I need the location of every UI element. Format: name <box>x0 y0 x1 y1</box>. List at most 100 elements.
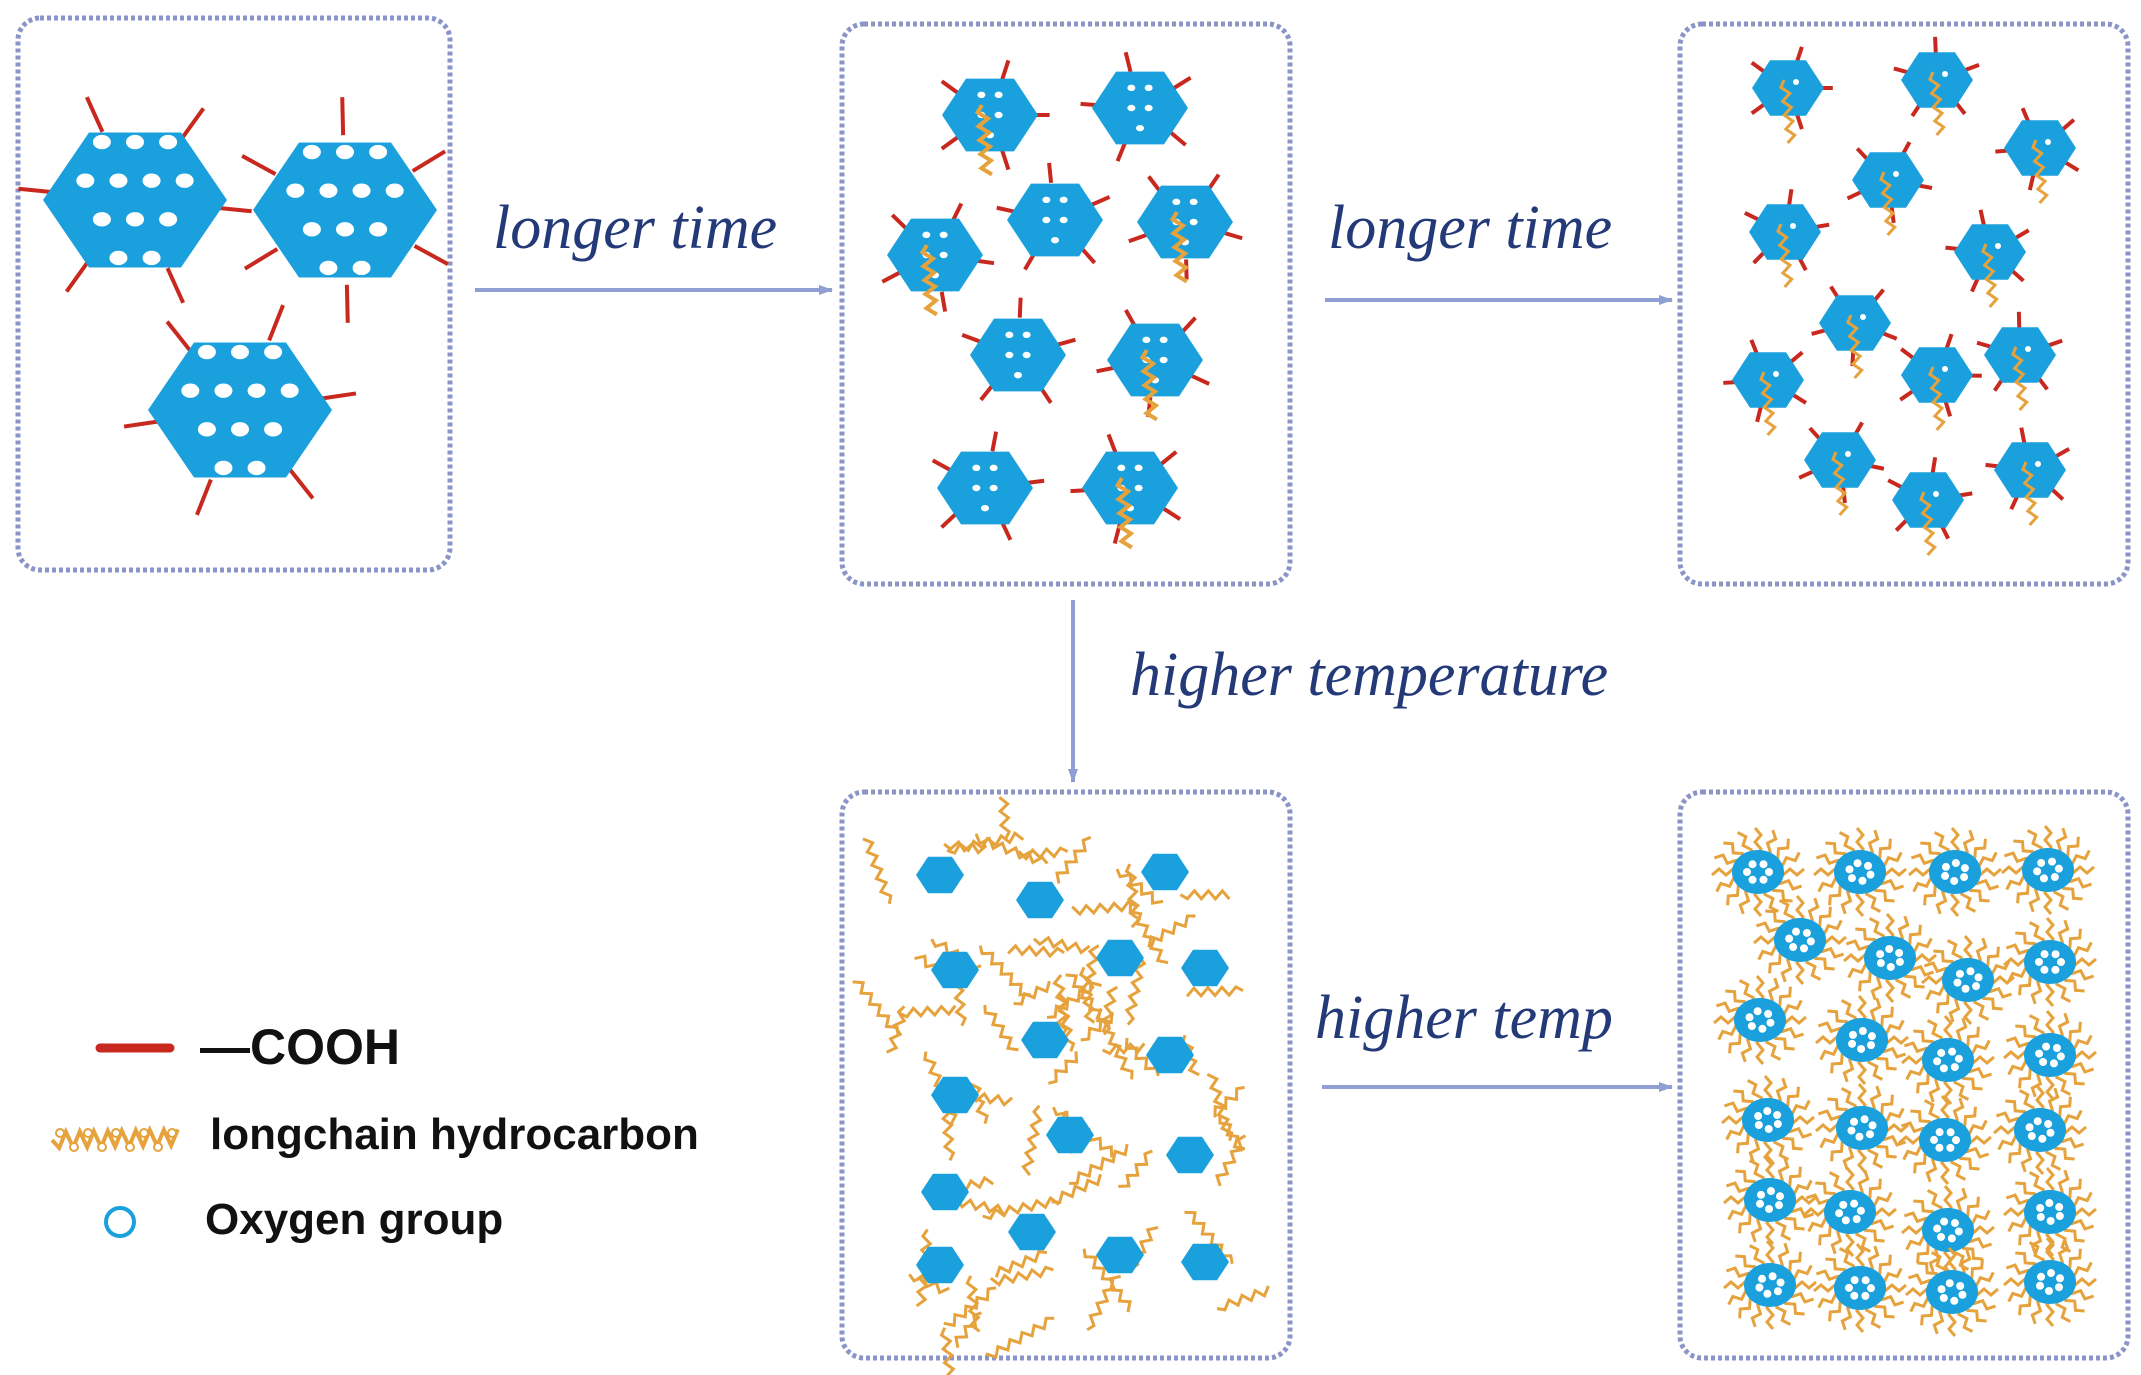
cluster-core <box>1834 1266 1886 1310</box>
cooh-stick <box>931 458 952 472</box>
oxygen-dot <box>1954 1227 1963 1236</box>
hydrocarbon-chain <box>1032 935 1091 955</box>
oxygen-dot <box>1950 876 1959 885</box>
cooh-stick <box>287 467 315 500</box>
oxygen-dot <box>1937 1232 1946 1241</box>
cooh-stick <box>939 291 948 312</box>
hydrocarbon-chain <box>1213 1085 1245 1118</box>
oxygen-dot <box>1847 874 1856 883</box>
oxygen-dot <box>2047 1269 2056 1278</box>
oxygen-dot <box>369 144 388 160</box>
graphene-sheet <box>1752 60 1824 116</box>
graphene-sheet <box>1954 224 2026 280</box>
panel-initial <box>15 15 453 573</box>
cluster-core <box>1922 1038 1974 1082</box>
oxygen-dot <box>989 464 998 472</box>
cooh-stick <box>890 213 909 231</box>
oxygen-dot <box>1939 1064 1948 1073</box>
oxygen-dot <box>1841 1216 1850 1225</box>
oxygen-dot <box>231 422 249 437</box>
oxygen-dot <box>247 383 266 398</box>
oxygen-dot <box>2051 965 2060 974</box>
oxygen-dot <box>1776 1278 1785 1287</box>
cluster-core <box>1734 998 1786 1042</box>
oxygen-dot <box>319 260 338 276</box>
label-higher-temp: higher temp <box>1315 984 1613 1052</box>
hydrocarbon-chain <box>919 243 940 317</box>
top-right-sheets <box>1723 36 2080 557</box>
oxygen-dot <box>1766 1018 1775 1027</box>
oxygen-dot <box>1866 870 1875 879</box>
hydrocarbon-chain <box>1169 210 1190 284</box>
oxygen-dot <box>1764 1009 1773 1018</box>
hydrocarbon-chain <box>2011 346 2029 412</box>
oxygen-dot <box>939 231 948 239</box>
hydrocarbon-chain <box>1048 1051 1079 1085</box>
oxygen-dot <box>336 144 354 160</box>
cooh-stick <box>1000 149 1011 171</box>
graphene-sheet <box>1082 451 1178 525</box>
oxygen-dot <box>1142 336 1151 344</box>
oxygen-dot <box>76 173 95 188</box>
oxygen-dot <box>1947 1234 1956 1243</box>
oxygen-dot <box>126 134 144 150</box>
oxygen-dot <box>1747 1022 1756 1031</box>
oxygen-dot <box>1793 79 1799 85</box>
oxygen-dot <box>1941 862 1950 871</box>
oxygen-dot <box>1861 1276 1870 1285</box>
cooh-stick <box>1894 517 1909 532</box>
cooh-stick <box>1900 347 1916 361</box>
chain-bead <box>167 1128 177 1138</box>
graphene-sheet <box>1804 432 1876 488</box>
hydrocarbon-chain <box>943 1286 997 1328</box>
graphene-sheet <box>253 142 437 278</box>
oxygen-dot <box>1189 198 1198 206</box>
hydrocarbon-chain <box>1928 366 1946 432</box>
cluster-core <box>1922 1208 1974 1252</box>
oxygen-dot <box>1953 978 1962 987</box>
graphene-sheet <box>2004 120 2076 176</box>
oxygen-dot <box>2040 950 2049 959</box>
cooh-stick <box>1750 60 1766 74</box>
hydrocarbon-chain <box>943 839 988 855</box>
cooh-stick <box>195 478 213 516</box>
oxygen-dot <box>2055 1203 2064 1212</box>
oxygen-dot <box>1117 464 1126 472</box>
oxygen-dot <box>1954 1054 1963 1063</box>
oxygen-dot <box>994 91 1003 99</box>
oxygen-dot <box>2042 1042 2051 1051</box>
cooh-stick <box>961 332 982 344</box>
oxygen-dot <box>1850 1291 1859 1300</box>
oxygen-dot <box>264 422 283 437</box>
graphene-sheet <box>1819 295 1891 351</box>
oxygen-dot <box>1766 1187 1775 1196</box>
oxygen-dot <box>1845 1283 1854 1292</box>
hydrocarbon-chain <box>1055 835 1092 884</box>
oxygen-dot <box>981 504 989 512</box>
cooh-stick <box>2013 228 2030 241</box>
chain-bead <box>69 1142 79 1152</box>
oxygen-dot <box>1865 1130 1874 1139</box>
oxygen-dot <box>1850 1276 1859 1285</box>
cooh-stick <box>1079 246 1097 265</box>
oxygen-dot <box>1941 871 1950 880</box>
oxygen-dot <box>197 344 216 360</box>
oxygen-dot <box>1855 1132 1864 1141</box>
cooh-stick <box>1159 450 1178 466</box>
hydrocarbon-chain <box>1071 900 1136 917</box>
cluster-core <box>1929 850 1981 894</box>
graphene-sheet <box>1021 1021 1069 1059</box>
oxygen-dot <box>2039 874 2048 883</box>
panel-bottom-right <box>1677 789 2131 1361</box>
cooh-stick <box>1123 51 1133 73</box>
oxygen-dot <box>1134 464 1143 472</box>
oxygen-dot <box>1799 944 1808 953</box>
oxygen-dot <box>1172 198 1181 206</box>
graphene-sheet <box>931 951 979 989</box>
oxygen-dot <box>1858 876 1867 885</box>
oxygen-dot <box>352 183 371 198</box>
oxygen-dot <box>336 222 354 237</box>
cooh-stick <box>1180 316 1197 334</box>
graphene-sheet <box>148 342 332 478</box>
